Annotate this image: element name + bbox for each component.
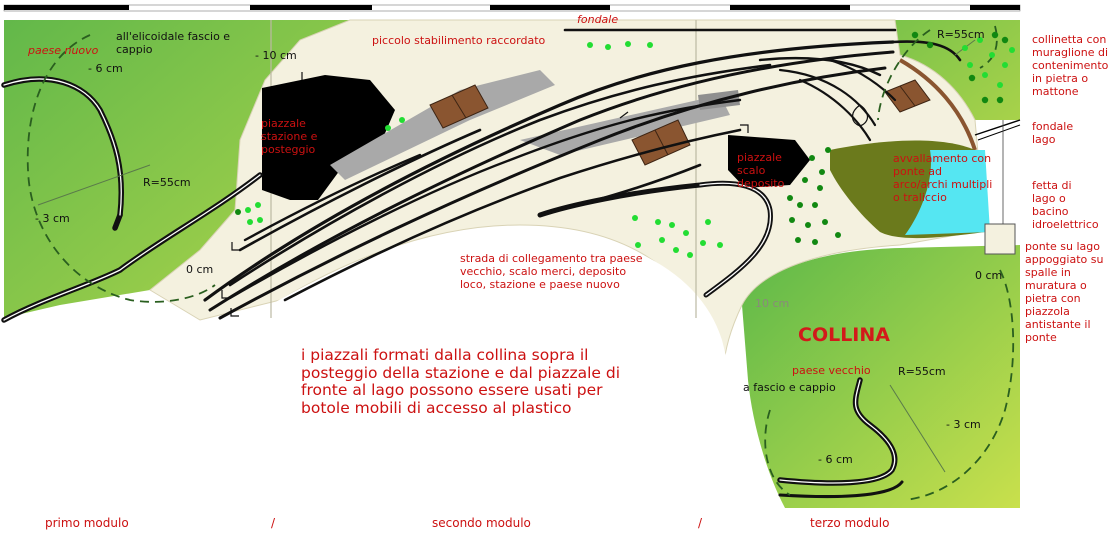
stabilimento-label: piccolo stabilimento raccordato: [372, 34, 546, 47]
fondale-lago-label: fondale lago: [1032, 120, 1074, 146]
minus3-left-label: - 3 cm: [35, 212, 70, 225]
piazzale-stazione-label: piazzale stazione e posteggio: [261, 117, 318, 156]
freight-building: [631, 119, 691, 166]
trees-light: [245, 37, 1015, 258]
minus6-left-label: - 6 cm: [88, 62, 123, 75]
ponte-lago-label: ponte su lago appoggiato su spalle in mu…: [1025, 240, 1104, 344]
top-ruler: [3, 4, 1021, 12]
retaining-wall: [899, 58, 977, 151]
engine-shed-building: [884, 79, 931, 113]
paese-nuovo-label: paese nuovo: [28, 44, 99, 57]
minus3-right-label: - 3 cm: [946, 418, 981, 431]
zero-left-label: 0 cm: [186, 263, 214, 276]
paese-vecchio-label: paese vecchio: [792, 364, 871, 377]
lake-bridge: [974, 119, 1021, 255]
trees-dark: [235, 31, 1009, 245]
track-end-marks: [221, 72, 869, 317]
helix-arcs: [26, 25, 1015, 501]
main-note: i piazzali formati dalla collina sopra i…: [301, 346, 621, 417]
piazzale-stazione-area: [262, 75, 395, 200]
piazzale-scalo-area: [728, 135, 810, 188]
lake-water: [905, 150, 990, 235]
r55-right-label: R=55cm: [898, 365, 946, 378]
avvallamento-label: avvallamento con ponte ad arco/archi mul…: [893, 152, 993, 204]
collinetta-label: collinetta con muraglione di conteniment…: [1032, 33, 1109, 98]
r55-top-label: R=55cm: [937, 28, 985, 41]
zero-right-label: 0 cm: [975, 269, 1003, 282]
ten-cm-label: 10 cm: [755, 297, 790, 310]
strada-label: strada di collegamento tra paese vecchio…: [460, 252, 643, 291]
fascio-cappio-label: a fascio e cappio: [743, 381, 836, 394]
station-building: [429, 84, 489, 129]
access-cutout: [250, 230, 760, 508]
modulo-2-label: secondo modulo: [432, 516, 531, 530]
minus6-right-label: - 6 cm: [818, 453, 853, 466]
collina-title: COLLINA: [798, 324, 890, 346]
module-separator-1: /: [271, 516, 276, 530]
r55-left-label: R=55cm: [143, 176, 191, 189]
fetta-lago-label: fetta di lago o bacino idroelettrico: [1032, 179, 1099, 231]
piazzale-scalo-label: piazzale scalo deposito: [737, 151, 785, 190]
top-right-hill: [895, 20, 1020, 120]
modulo-1-label: primo modulo: [45, 516, 129, 530]
modulo-3-label: terzo modulo: [810, 516, 890, 530]
module-separator-2: /: [698, 516, 703, 530]
track-highlight: [3, 78, 896, 484]
elicoidale-label: all'elicoidale fascio e cappio: [116, 30, 231, 56]
fondale-top-label: fondale: [577, 13, 619, 26]
minus10-label: - 10 cm: [255, 49, 297, 62]
right-hill: [742, 245, 1020, 508]
